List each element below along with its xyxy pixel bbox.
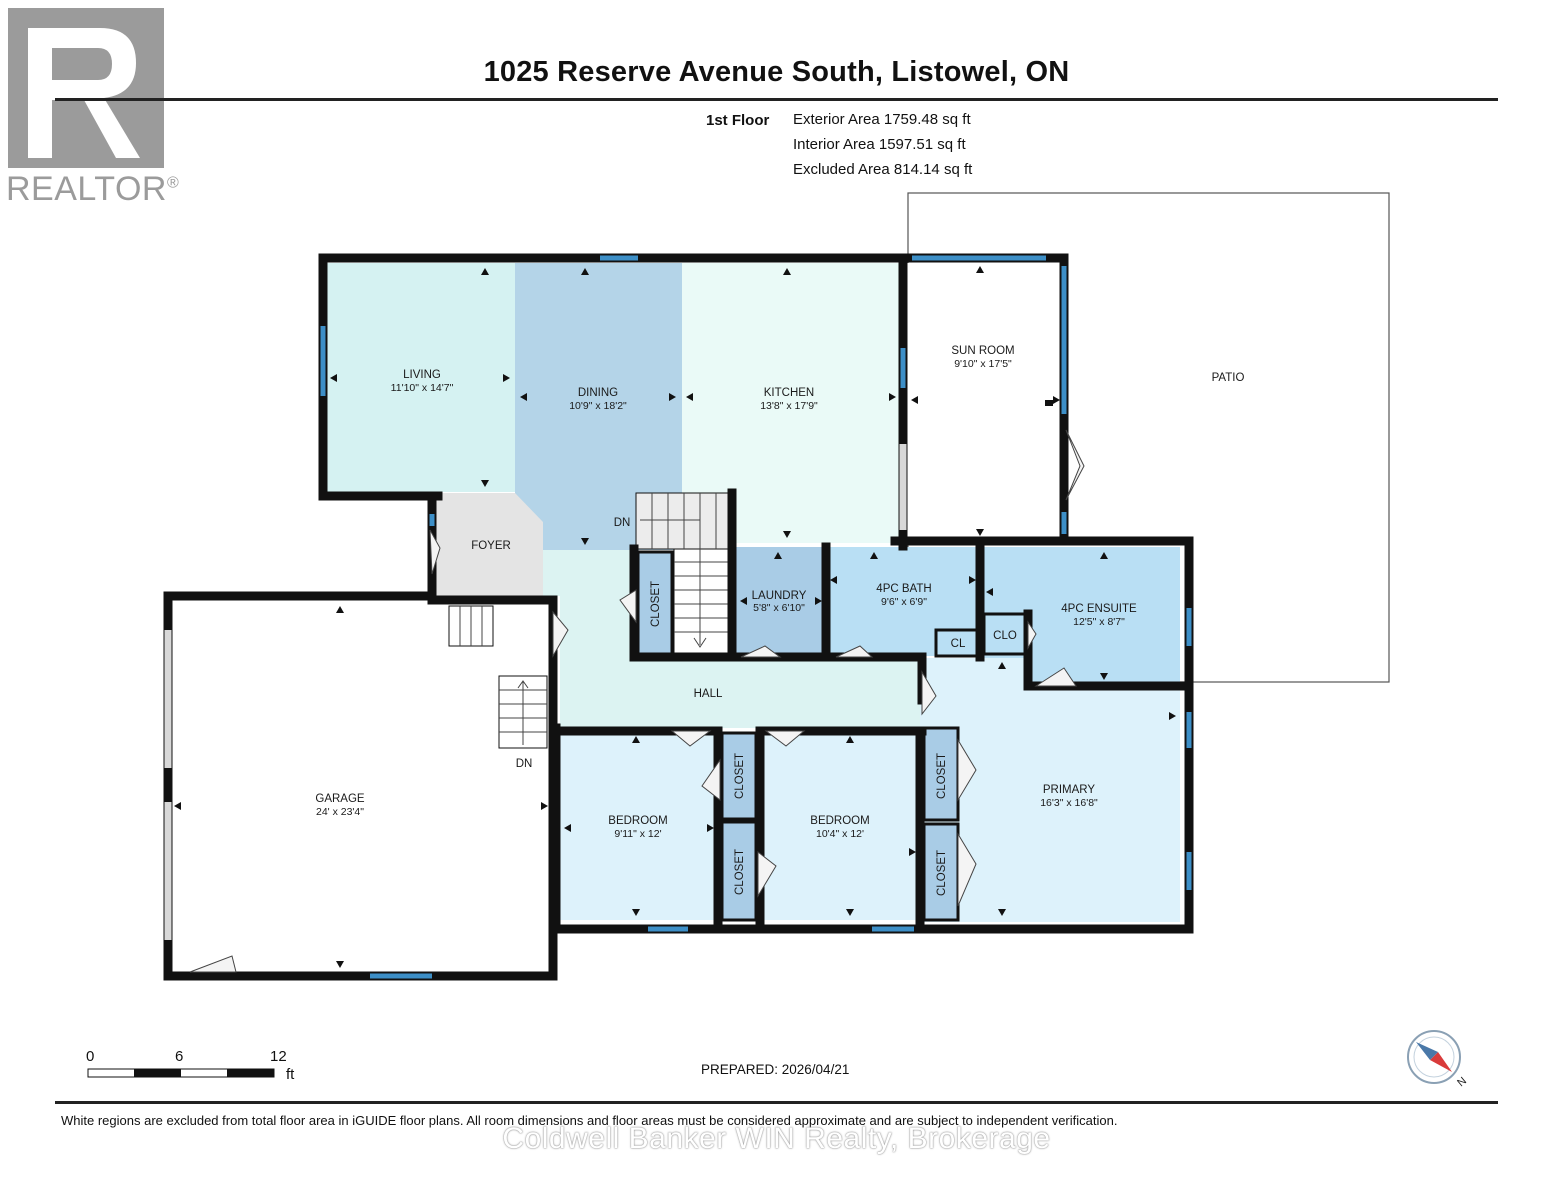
closet-stair-label: CLOSET xyxy=(650,581,662,627)
door-swings xyxy=(189,429,1085,973)
primary-dims: 16'3" x 16'8" xyxy=(1040,797,1098,809)
garage-stair-treads xyxy=(459,606,547,745)
patio-label: PATIO xyxy=(1212,372,1245,384)
patio-door-icon xyxy=(1065,429,1085,501)
clo-label: CLO xyxy=(993,630,1017,642)
sunroom-dims: 9'10" x 17'5" xyxy=(954,358,1012,370)
stair-upper xyxy=(635,492,735,550)
primary-room xyxy=(920,658,1180,922)
bath-door-icon xyxy=(835,645,874,658)
sunroom-room xyxy=(907,263,1064,542)
bedroom2-dims: 10'4" x 12' xyxy=(816,828,864,840)
stair-treads xyxy=(640,493,734,648)
disclaimer-text: White regions are excluded from total fl… xyxy=(61,1113,1118,1128)
garage-room xyxy=(168,600,548,972)
living-dims: 11'10" x 14'7" xyxy=(391,382,454,394)
garage-dn-label: DN xyxy=(516,758,533,770)
garage-entry-door-icon xyxy=(552,610,569,658)
living-room xyxy=(325,263,515,492)
bedroom2-door-icon xyxy=(764,730,806,747)
bath-label: 4PC BATH xyxy=(876,583,931,595)
bedroom1-dims: 9'11" x 12' xyxy=(614,828,661,840)
closet-door-icon xyxy=(619,589,637,624)
exterior-area: Exterior Area 1759.48 sq ft xyxy=(793,111,971,128)
stair-dn-label: DN xyxy=(614,517,631,529)
bedroom1-label: BEDROOM xyxy=(608,815,667,827)
hall-room xyxy=(543,550,920,728)
scale-label-12: 12 xyxy=(270,1048,287,1065)
header-divider xyxy=(55,98,1498,101)
brokerage-watermark: Coldwell Banker WIN Realty, Brokerage xyxy=(502,1122,1051,1155)
floor-label: 1st Floor xyxy=(706,112,770,129)
scale-label-6: 6 xyxy=(175,1048,184,1065)
foyer-label: FOYER xyxy=(471,540,511,552)
bedroom1-room xyxy=(560,732,718,920)
sunroom-marker xyxy=(1045,400,1053,406)
garage-door-icon xyxy=(189,955,237,973)
living-label: LIVING xyxy=(403,369,441,381)
dining-label: DINING xyxy=(578,387,618,399)
kitchen-label: KITCHEN xyxy=(764,387,814,399)
laundry-door-icon xyxy=(740,645,782,658)
laundry-dims: 5'8" x 6'10" xyxy=(753,602,805,614)
bedroom2-room xyxy=(758,732,920,920)
bed1-closet-door-icon xyxy=(701,758,721,802)
compass-icon xyxy=(1407,1030,1461,1084)
registered-mark: ® xyxy=(166,174,180,192)
scale-bar xyxy=(87,1068,275,1078)
garage-label: GARAGE xyxy=(315,793,365,805)
closet-bed2 xyxy=(720,820,758,922)
dimension-markers xyxy=(174,266,1176,968)
floor-plan: LIVING 11'10" x 14'7" DINING 10'9" x 18'… xyxy=(87,192,1469,1089)
ensuite-label: 4PC ENSUITE xyxy=(1061,603,1137,615)
prepared-date: PREPARED: 2026/04/21 xyxy=(701,1062,850,1077)
scale-label-0: 0 xyxy=(86,1048,95,1065)
closet-primary1 xyxy=(922,726,960,822)
ensuite-door-icon xyxy=(1034,667,1077,687)
laundry-room xyxy=(736,547,826,656)
hall-label: HALL xyxy=(694,688,723,700)
closet-primary2-label: CLOSET xyxy=(936,850,948,896)
realtor-logo xyxy=(8,8,166,170)
dining-dims: 10'9" x 18'2" xyxy=(569,400,627,412)
realtor-r-icon xyxy=(8,8,164,168)
scale-unit: ft xyxy=(286,1066,295,1083)
foyer-door-icon xyxy=(429,529,441,575)
compass-north-label: N xyxy=(1455,1075,1469,1089)
bed2-closet-door-icon xyxy=(757,850,777,898)
garage-openings xyxy=(164,444,907,940)
cl-label: CL xyxy=(951,638,966,650)
stair-lower xyxy=(673,548,735,655)
realtor-wordmark: REALTOR® xyxy=(6,170,179,209)
laundry-label: LAUNDRY xyxy=(752,590,807,602)
windows xyxy=(320,255,1192,979)
clo-door-icon xyxy=(1027,620,1037,650)
foyer-room xyxy=(430,493,543,596)
primary-label: PRIMARY xyxy=(1043,784,1096,796)
page-title: 1025 Reserve Avenue South, Listowel, ON xyxy=(483,56,1070,88)
sunroom-label: SUN ROOM xyxy=(951,345,1014,357)
primary-closet1-door-icon xyxy=(957,738,977,802)
closet-cl xyxy=(934,628,980,658)
closet-bed1-label: CLOSET xyxy=(734,753,746,799)
ensuite-dims: 12'5" x 8'7" xyxy=(1073,616,1125,628)
excluded-area: Excluded Area 814.14 sq ft xyxy=(793,161,973,178)
closet-primary1-label: CLOSET xyxy=(936,753,948,799)
primary-closet2-door-icon xyxy=(957,832,977,907)
primary-door-icon xyxy=(921,670,937,716)
bedroom1-door-icon xyxy=(670,730,712,747)
footer-divider xyxy=(55,1101,1498,1104)
realtor-text: REALTOR xyxy=(6,170,167,208)
closet-bed2-label: CLOSET xyxy=(734,849,746,895)
bath-dims: 9'6" x 6'9" xyxy=(881,596,927,608)
interior-area: Interior Area 1597.51 sq ft xyxy=(793,136,966,153)
garage-dims: 24' x 23'4" xyxy=(316,806,364,818)
bedroom2-label: BEDROOM xyxy=(810,815,869,827)
kitchen-dims: 13'8" x 17'9" xyxy=(760,400,818,412)
